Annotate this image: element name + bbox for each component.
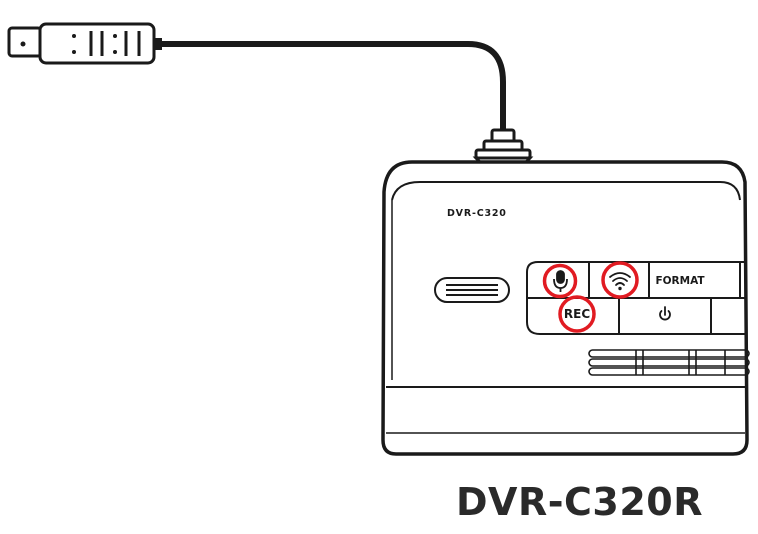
usb-cable <box>158 41 506 135</box>
rec-label: REC <box>564 307 590 321</box>
speaker-grille <box>434 277 510 303</box>
vent-slots <box>588 349 750 376</box>
usb-plug-body <box>38 22 156 65</box>
mic-button[interactable] <box>542 263 578 299</box>
device-label: DVR-C320 <box>447 208 507 219</box>
mic-highlight-circle <box>542 263 578 299</box>
microphone-icon <box>553 270 568 292</box>
wifi-button[interactable] <box>601 261 639 299</box>
rec-highlight-circle <box>558 295 596 333</box>
wifi-icon <box>609 272 631 291</box>
button-panel <box>526 261 745 335</box>
device-inner-top <box>391 181 741 201</box>
format-button[interactable]: FORMAT <box>655 275 705 287</box>
power-icon <box>659 306 671 321</box>
device-outline <box>381 160 749 456</box>
rec-button[interactable]: REC <box>558 295 596 333</box>
wifi-highlight-circle <box>601 261 639 299</box>
power-button[interactable] <box>659 306 671 321</box>
dashcam-body: FORMAT REC DVR-C320 <box>381 160 750 456</box>
usb-plug-tip <box>7 26 43 58</box>
format-label: FORMAT <box>655 275 705 287</box>
model-caption: DVR-C320R <box>456 480 703 524</box>
usb-connector <box>7 22 162 65</box>
